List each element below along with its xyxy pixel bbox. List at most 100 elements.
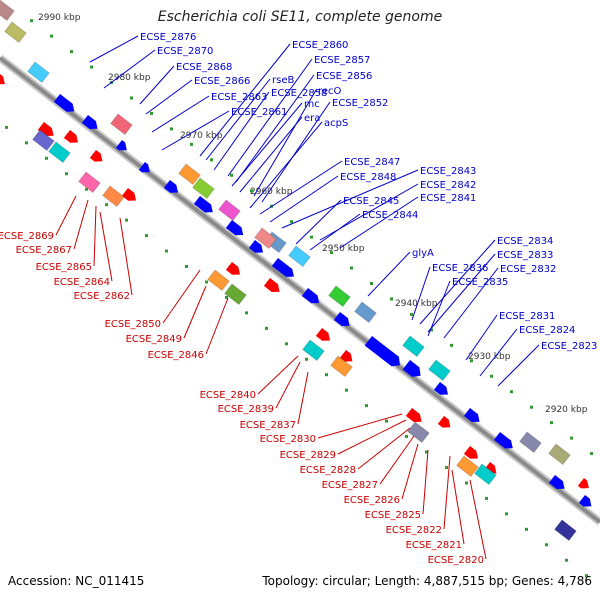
gene-label: ECSE_2832 xyxy=(500,264,556,275)
label-leader-line xyxy=(205,78,271,161)
gene-label: ECSE_2876 xyxy=(140,32,196,43)
label-leader-line xyxy=(261,101,331,203)
label-leader-line xyxy=(427,280,451,337)
gene-label: acpS xyxy=(324,118,348,129)
label-leader-line xyxy=(379,435,415,485)
gene-arrow xyxy=(115,140,127,151)
gene-label: ECSE_2843 xyxy=(420,166,476,177)
gene-block xyxy=(553,519,577,542)
scale-tick-mark xyxy=(345,388,348,392)
scale-tick-label: 2980 kbp xyxy=(108,73,151,83)
gene-arrow xyxy=(89,150,103,162)
gene-label: ECSE_2852 xyxy=(332,98,388,109)
scale-tick-mark xyxy=(530,405,533,409)
scale-tick-mark xyxy=(5,125,8,129)
gene-arrow xyxy=(578,495,592,507)
label-leader-line xyxy=(497,344,540,387)
gene-arrow xyxy=(81,115,98,130)
scale-tick-label: 2940 kbp xyxy=(395,299,438,309)
genome-backbone xyxy=(0,54,600,526)
gene-label: ECSE_2846 xyxy=(148,350,204,361)
scale-tick-mark xyxy=(290,220,293,224)
gene-arrow xyxy=(263,278,280,293)
gene-arrow xyxy=(463,408,480,423)
label-leader-line xyxy=(227,58,313,177)
gene-arrow xyxy=(121,188,137,201)
gene-label: ECSE_2840 xyxy=(200,390,256,401)
gene-arrow xyxy=(248,240,264,253)
gene-features xyxy=(0,0,592,542)
gene-label: ECSE_2847 xyxy=(344,157,400,168)
gene-label: ECSE_2831 xyxy=(499,311,555,322)
label-leader-line xyxy=(465,314,498,361)
scale-tick-mark xyxy=(470,359,473,363)
gene-block xyxy=(26,61,50,84)
scale-tick-label: 2950 kbp xyxy=(322,244,365,254)
label-leader-line xyxy=(161,110,230,151)
scale-tick-mark xyxy=(370,282,373,286)
scale-tick-mark xyxy=(145,234,148,238)
scale-tick-mark xyxy=(550,421,553,425)
gene-labels: ECSE_2876ECSE_2870ECSE_2868ECSE_2866ECSE… xyxy=(0,32,597,566)
gene-arrow xyxy=(0,74,5,85)
gene-label: recO xyxy=(318,86,342,97)
scale-tick-mark xyxy=(130,96,133,100)
label-leader-line xyxy=(183,285,207,339)
label-leader-line xyxy=(249,121,323,209)
label-leader-line xyxy=(309,213,361,251)
gene-arrow xyxy=(463,446,479,459)
label-leader-line xyxy=(231,102,303,187)
label-leader-line xyxy=(239,116,303,193)
gene-arrow xyxy=(437,416,451,428)
scale-tick-mark xyxy=(410,312,413,316)
gene-label: ECSE_2858 xyxy=(271,88,327,99)
scale-tick-mark xyxy=(190,142,193,146)
gene-block xyxy=(47,141,71,164)
gene-block xyxy=(0,0,15,22)
gene-label: ECSE_2866 xyxy=(194,76,250,87)
label-leader-line xyxy=(469,479,487,560)
gene-label: ECSE_2830 xyxy=(260,434,316,445)
scale-tick-mark xyxy=(485,496,488,500)
gene-arrow xyxy=(301,288,320,304)
label-leader-line xyxy=(297,371,309,425)
scale-tick-mark xyxy=(430,328,433,332)
label-leader-line xyxy=(55,195,77,236)
scale-tick-mark xyxy=(325,373,328,377)
gene-label: ECSE_2828 xyxy=(300,465,356,476)
gene-arrow xyxy=(433,382,449,395)
gene-arrow xyxy=(402,360,421,377)
scale-tick-mark xyxy=(70,50,73,54)
gene-block xyxy=(3,21,27,44)
label-leader-line xyxy=(295,199,342,245)
label-leader-line xyxy=(257,355,299,395)
scale-tick-label: 2920 kbp xyxy=(545,405,588,415)
gene-label: ECSE_2826 xyxy=(344,495,400,506)
label-leader-line xyxy=(269,175,339,223)
gene-label: ECSE_2867 xyxy=(16,245,72,256)
gene-label: ECSE_2869 xyxy=(0,231,54,242)
label-leader-line xyxy=(73,199,89,250)
scale-tick-mark xyxy=(450,343,453,347)
gene-label: ECSE_2837 xyxy=(240,420,296,431)
label-leader-line xyxy=(199,43,291,157)
scale-tick-mark xyxy=(330,251,333,255)
gene-label: ECSE_2821 xyxy=(406,540,462,551)
gene-block xyxy=(406,421,430,444)
label-leader-line xyxy=(93,205,97,267)
gene-label: ECSE_2863 xyxy=(211,92,267,103)
scale-tick-mark xyxy=(170,127,173,131)
scale-tick-mark xyxy=(305,357,308,361)
gene-label: ECSE_2856 xyxy=(316,71,372,82)
gene-arrow xyxy=(548,475,565,490)
gene-block xyxy=(473,463,497,486)
label-leader-line xyxy=(103,49,156,89)
gene-block xyxy=(401,335,425,358)
gene-label: ECSE_2848 xyxy=(340,172,396,183)
genome-summary-text: Topology: circular; Length: 4,887,515 bp… xyxy=(262,574,592,588)
gene-label: ECSE_2865 xyxy=(36,262,92,273)
scale-tick-mark xyxy=(210,158,213,162)
gene-block xyxy=(31,129,55,152)
gene-label: rseB xyxy=(272,75,294,86)
